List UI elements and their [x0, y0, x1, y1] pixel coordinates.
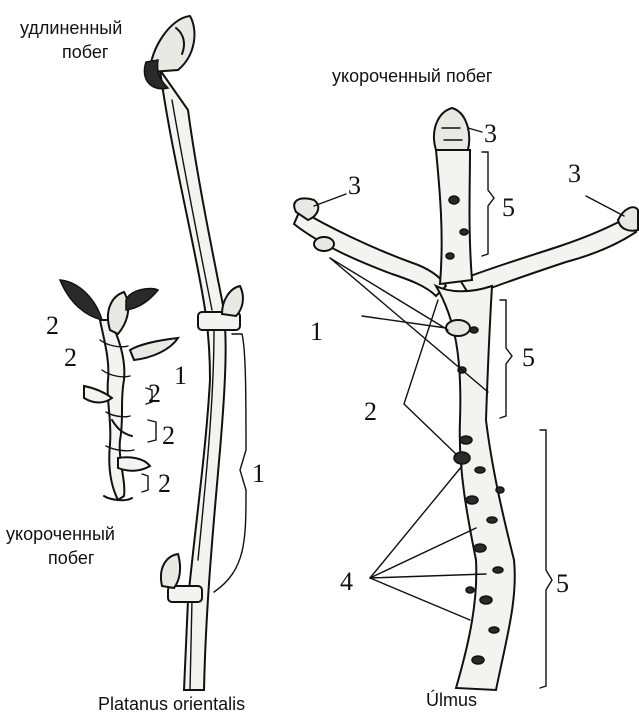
ulmus-shoot	[294, 108, 638, 690]
marker-2-left-c: 2	[148, 379, 161, 408]
label-long-shoot-line1: удлиненный	[20, 18, 122, 38]
label-long-shoot-line2: побег	[62, 42, 109, 62]
bracket-5-top	[482, 152, 494, 256]
label-species-platanus: Platanus orientalis	[98, 694, 245, 714]
marker-5-middle: 5	[522, 343, 535, 372]
marker-4-right: 4	[340, 567, 353, 596]
marker-2-left-d: 2	[162, 421, 175, 450]
marker-1-left-short: 1	[174, 361, 187, 390]
marker-2-right: 2	[364, 397, 377, 426]
marker-1-right: 1	[310, 317, 323, 346]
label-short-shoot-left-line1: укороченный	[6, 524, 115, 544]
lateral-bud-upper	[222, 286, 243, 316]
ulmus-right-bud	[618, 207, 638, 230]
ulmus-terminal-bud	[434, 108, 469, 150]
label-short-shoot-right: укороченный побег	[332, 66, 493, 86]
label-short-shoot-left-line2: побег	[48, 548, 95, 568]
label-species-ulmus: Úlmus	[426, 689, 477, 710]
bracket-5-bottom	[540, 430, 552, 688]
marker-3-top: 3	[484, 119, 497, 148]
marker-5-top: 5	[502, 193, 515, 222]
bracket-5-middle	[500, 300, 512, 418]
lateral-bud-lower	[161, 554, 180, 588]
marker-5-bottom: 5	[556, 569, 569, 598]
marker-1-left-long: 1	[252, 459, 265, 488]
marker-2-left-e: 2	[158, 469, 171, 498]
marker-2-left-b: 2	[64, 343, 77, 372]
marker-3-left: 3	[348, 171, 361, 200]
marker-3-right: 3	[568, 159, 581, 188]
marker-2-left-a: 2	[46, 311, 59, 340]
